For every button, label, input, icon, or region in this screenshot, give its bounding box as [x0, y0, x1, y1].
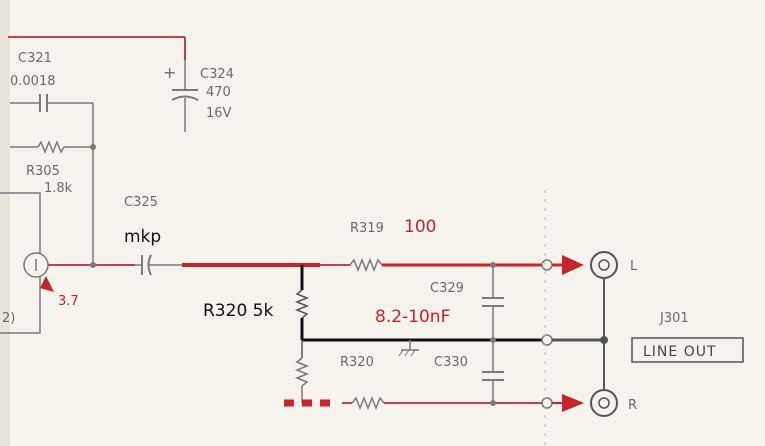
r320-top-resistor-symbol: [294, 289, 310, 319]
right-arrow-icon: [562, 394, 584, 412]
r320-top-label: R320 5k: [203, 301, 273, 321]
left-channel-label: L: [630, 259, 638, 274]
right-jack-icon: [590, 389, 618, 417]
r305-resistor-symbol: [10, 139, 93, 155]
opamp-partial-text: 2): [2, 311, 15, 326]
right-channel-label: R: [628, 398, 637, 413]
left-arrow-icon: [562, 255, 584, 275]
svg-text:+: +: [163, 63, 176, 82]
ground-test-point: [541, 334, 553, 346]
c324-capacitor-symbol: +: [163, 60, 199, 132]
r305-ref: R305: [26, 164, 60, 179]
c324-ref: C324: [200, 67, 234, 82]
test-point-arrow-icon: [40, 276, 54, 292]
c329-value: 8.2-10nF: [375, 307, 450, 327]
c329-ref: C329: [430, 281, 464, 296]
j301-ref: J301: [659, 311, 689, 326]
c330-ref: C330: [434, 355, 468, 370]
c329-capacitor-symbol: [482, 265, 504, 340]
c330-capacitor-symbol: [482, 340, 504, 403]
c325-ref: C325: [124, 195, 158, 210]
left-jack-icon: [590, 251, 618, 279]
line-out-label: LINE OUT: [643, 344, 717, 360]
line-out-box: [631, 337, 744, 363]
r319-ref: R319: [350, 221, 384, 236]
c330-top-junction: [490, 337, 496, 343]
left-test-point: [541, 259, 553, 271]
r319-resistor-symbol: [349, 257, 383, 273]
r-channel-resistor-symbol: [351, 395, 385, 411]
ground-icon: [398, 340, 419, 357]
r320-bottom-resistor-symbol: [294, 357, 310, 387]
paper-margin: [0, 0, 10, 446]
right-test-point: [541, 397, 553, 409]
c321-value: 0.0018: [10, 74, 56, 89]
c324-voltage: 16V: [206, 106, 232, 121]
test-point-voltage: 3.7: [58, 294, 79, 309]
c325-capacitor-symbol: [135, 254, 182, 276]
output-junction: [90, 262, 96, 268]
r305-value: 1.8k: [44, 181, 73, 196]
r320-bottom-ref: R320: [340, 355, 374, 370]
c321-ref: C321: [18, 51, 52, 66]
c324-value: 470: [206, 85, 231, 100]
r319-value: 100: [404, 217, 436, 237]
c321-capacitor-symbol: [10, 94, 93, 112]
c325-annotation: mkp: [124, 227, 161, 247]
